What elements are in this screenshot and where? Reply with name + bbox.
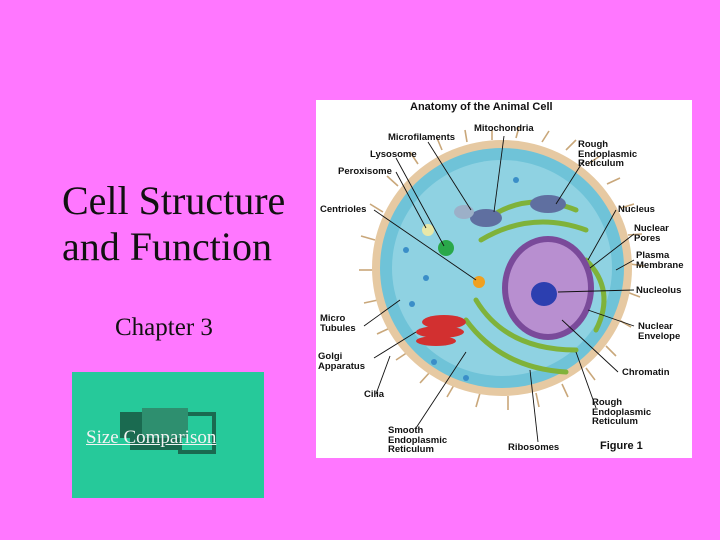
label-ribosomes: Ribosomes (508, 442, 560, 453)
size-comparison-box[interactable]: Size Comparison (72, 372, 264, 498)
label-chromatin: Chromatin (622, 367, 670, 378)
label-mitochondria: Mitochondria (474, 123, 534, 134)
cell-illustration (359, 126, 645, 443)
figure-label: Figure 1 (600, 440, 643, 452)
label-nuclear-envelope: Nuclear Envelope (638, 321, 681, 342)
label-micro-tubules: Micro Tubules (320, 313, 356, 334)
label-rough-er-top: Rough Endoplasmic Reticulum (578, 139, 638, 169)
label-smooth-er: Smooth Endoplasmic Reticulum (388, 425, 448, 455)
label-golgi-apparatus: Golgi Apparatus (318, 351, 365, 372)
label-nucleolus: Nucleolus (636, 285, 682, 296)
slide-subtitle: Chapter 3 (115, 314, 213, 341)
label-nucleus: Nucleus (618, 204, 655, 215)
label-plasma-membrane: Plasma Membrane (636, 250, 684, 271)
size-comparison-link[interactable]: Size Comparison (86, 427, 217, 448)
label-cilia: Cilia (364, 389, 385, 400)
label-microfilaments: Microfilaments (388, 132, 456, 143)
diagram-title: Anatomy of the Animal Cell (410, 101, 553, 113)
animal-cell-diagram: Anatomy of the Animal Cell Mitochondria … (316, 100, 692, 458)
slide-title: Cell Structure and Function (62, 178, 286, 269)
label-rough-er-bottom: Rough Endoplasmic Reticulum (592, 397, 652, 427)
label-centrioles: Centrioles (320, 204, 367, 215)
film-icon (120, 408, 216, 454)
label-nuclear-pores: Nuclear Pores (634, 223, 669, 244)
label-peroxisome: Peroxisome (338, 166, 392, 177)
label-lysosome: Lysosome (370, 149, 417, 160)
